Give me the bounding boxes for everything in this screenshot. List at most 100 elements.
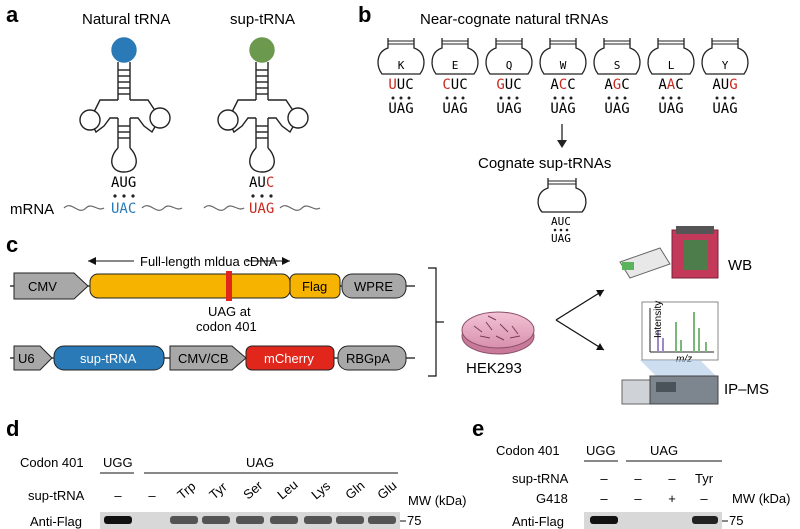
panel-b-title: Near-cognate natural tRNAs: [420, 11, 608, 28]
uag-label-2: codon 401: [196, 319, 257, 334]
pair-dot: [561, 96, 565, 100]
pair-dot: [515, 96, 519, 100]
near-cognate-trna: Q GUC UAG: [485, 38, 533, 117]
down-arrow-head: [557, 140, 567, 148]
cognate-codon: UAG: [551, 232, 571, 245]
cdna-label-bg: [134, 253, 246, 269]
rbgpa-label: RBGpA: [346, 351, 390, 366]
u6-promoter: [13, 345, 53, 371]
e-sup-value: –: [668, 471, 676, 486]
d-band: [170, 516, 198, 524]
arrow-to-ms-head: [596, 343, 604, 350]
uag-label-1: UAG at: [208, 304, 251, 319]
d-sup-label: sup-tRNA: [28, 488, 85, 503]
ms-instrument: [621, 360, 719, 405]
hek293-dish: [461, 311, 535, 355]
cdna-arrow-left: [88, 257, 96, 265]
e-sup-value: Tyr: [695, 471, 714, 486]
panel-c-letter: c: [6, 232, 18, 257]
trna-codon: UAG: [442, 101, 467, 117]
sup-codon: AUC: [249, 175, 274, 191]
sup-trna-diagram: [217, 37, 309, 173]
trna-shape: [647, 38, 695, 75]
pair-dot: [453, 96, 457, 100]
panel-b: b Near-cognate natural tRNAs KUUCUAGECUC…: [358, 2, 749, 245]
pair-dot: [553, 96, 557, 100]
e-marker: 75: [729, 513, 743, 528]
sup-pair-dots: [251, 194, 273, 198]
trna-aa-label: S: [614, 59, 621, 72]
pair-dot: [669, 96, 673, 100]
d-band: [336, 516, 364, 524]
mldua-cdna-box: [89, 273, 291, 299]
trna-aa-label: L: [668, 59, 675, 72]
cognate-trna: AUC UAG: [537, 178, 587, 245]
trna-shape: [431, 38, 479, 75]
cognate-anticodon: AUC: [551, 215, 571, 228]
trna-codon: UAG: [550, 101, 575, 117]
ipms-label: IP–MS: [724, 381, 769, 398]
d-band: [368, 516, 396, 524]
trna-shape: [485, 38, 533, 75]
pair-dot: [715, 96, 719, 100]
near-cognate-trna-row: KUUCUAGECUCUAGQGUCUAGWACCUAGSAGCUAGLAACU…: [377, 38, 749, 117]
e-codon-label: Codon 401: [496, 443, 560, 458]
natural-codon: AUG: [111, 175, 136, 191]
trna-codon: UAG: [496, 101, 521, 117]
d-lane-label: Trp: [174, 479, 198, 503]
pair-dot: [407, 96, 411, 100]
pair-dot: [677, 96, 681, 100]
trna-anticodon: GUC: [496, 77, 521, 93]
intensity-label: Intensity: [653, 301, 664, 338]
pair-dot: [391, 96, 395, 100]
construct-bracket: [428, 267, 437, 377]
d-lane-label: –: [148, 488, 156, 503]
d-lane-label: Ser: [240, 477, 266, 502]
e-blot-image: [584, 512, 722, 529]
arrow-to-wb: [555, 289, 605, 321]
mcherry-box: [245, 345, 335, 371]
mrna-wave-mid: [141, 205, 183, 211]
e-band: [692, 516, 718, 524]
mcherry-label: mCherry: [264, 351, 314, 366]
mrna-wave-right-a: [203, 205, 245, 211]
trna-aa-label: Q: [506, 59, 513, 72]
uag-site-marker: [226, 271, 232, 301]
sup-anticodon: UAG: [249, 201, 274, 217]
sup-trna-box: [53, 345, 165, 371]
panel-a-letter: a: [6, 2, 19, 27]
wpre-label: WPRE: [354, 279, 393, 294]
d-lane-label: Lys: [308, 478, 333, 503]
cognate-title: Cognate sup-tRNAs: [478, 155, 611, 172]
mrna-label: mRNA: [10, 201, 54, 218]
pair-dot: [731, 96, 735, 100]
panel-e-letter: e: [472, 416, 484, 441]
near-cognate-trna: E CUC UAG: [431, 38, 479, 117]
trna-aa-label: E: [452, 59, 459, 72]
d-lane-label: Glu: [374, 478, 399, 502]
d-band: [304, 516, 332, 524]
cmv-promoter: [13, 272, 89, 300]
arrow-to-wb-head: [596, 290, 604, 297]
pair-dot: [661, 96, 665, 100]
arrow-to-ms: [555, 319, 605, 351]
wpre-box: [341, 273, 407, 299]
pair-dot: [607, 96, 611, 100]
cmvcb-label: CMV/CB: [178, 351, 229, 366]
mrna-wave-right-b: [279, 205, 321, 211]
cdna-arrow-right: [282, 257, 290, 265]
natural-trna-title: Natural tRNA: [82, 11, 170, 28]
mz-label: m/z: [676, 354, 692, 365]
d-band: [270, 516, 298, 524]
sup-trna-title: sup-tRNA: [230, 11, 295, 28]
pair-dot: [569, 96, 573, 100]
trna-anticodon: AUG: [712, 77, 737, 93]
panel-a: a Natural tRNA sup-tRNA AUG UAC: [6, 2, 321, 218]
trna-anticodon: CUC: [442, 77, 467, 93]
